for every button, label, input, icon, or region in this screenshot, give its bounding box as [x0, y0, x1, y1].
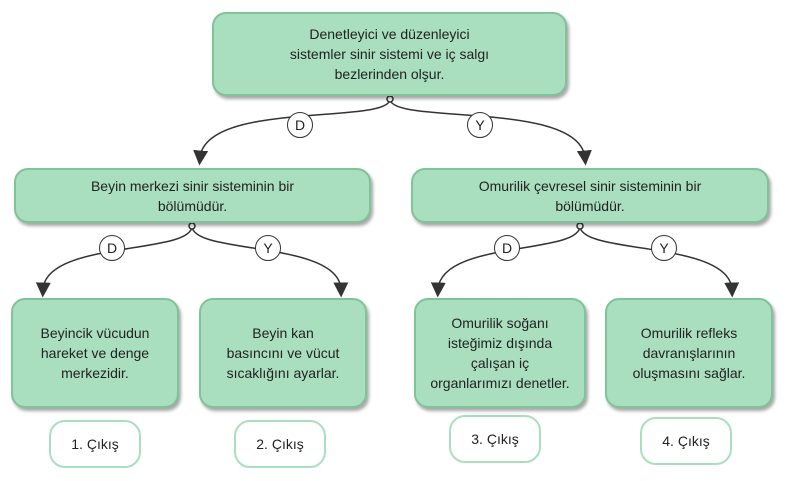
right-node: Omurilik çevresel sinir sisteminin bir b…: [411, 168, 769, 223]
branch-label-d-left: D: [99, 235, 125, 261]
exit-3-label: 3. Çıkış: [471, 431, 519, 447]
left-node: Beyin merkezi sinir sisteminin bir bölüm…: [14, 168, 371, 223]
leaf-node-1-text: Beyincik vücudun hareket ve denge merkez…: [40, 325, 150, 381]
branch-label-y-right: Y: [651, 235, 677, 261]
root-node: Denetleyici ve düzenleyici sistemler sin…: [212, 12, 567, 96]
root-node-text: Denetleyici ve düzenleyici sistemler sin…: [289, 26, 490, 82]
leaf-node-2: Beyin kan basıncını ve vücut sıcaklığını…: [199, 298, 367, 408]
exit-1: 1. Çıkış: [49, 420, 141, 468]
branch-label-y-root: Y: [467, 112, 493, 138]
exit-4-label: 4. Çıkış: [662, 433, 710, 449]
leaf-node-3-text: Omurilik soğanı isteğimiz dışında çalışa…: [430, 315, 570, 391]
branch-label-d-right: D: [494, 235, 520, 261]
leaf-node-3: Omurilik soğanı isteğimiz dışında çalışa…: [414, 298, 586, 408]
exit-3: 3. Çıkış: [449, 415, 541, 463]
leaf-node-1: Beyincik vücudun hareket ve denge merkez…: [11, 298, 179, 408]
exit-2-label: 2. Çıkış: [256, 436, 304, 452]
leaf-node-4-text: Omurilik refleks davranışlarının oluşmas…: [632, 325, 746, 381]
exit-2: 2. Çıkış: [234, 420, 326, 468]
exit-1-label: 1. Çıkış: [71, 436, 119, 452]
left-node-text: Beyin merkezi sinir sisteminin bir bölüm…: [90, 177, 295, 214]
leaf-node-2-text: Beyin kan basıncını ve vücut sıcaklığını…: [226, 325, 340, 381]
branch-label-y-left: Y: [255, 235, 281, 261]
right-node-text: Omurilik çevresel sinir sisteminin bir b…: [478, 177, 702, 214]
branch-label-d-root: D: [287, 112, 313, 138]
leaf-node-4: Omurilik refleks davranışlarının oluşmas…: [605, 298, 773, 408]
exit-4: 4. Çıkış: [640, 417, 732, 465]
